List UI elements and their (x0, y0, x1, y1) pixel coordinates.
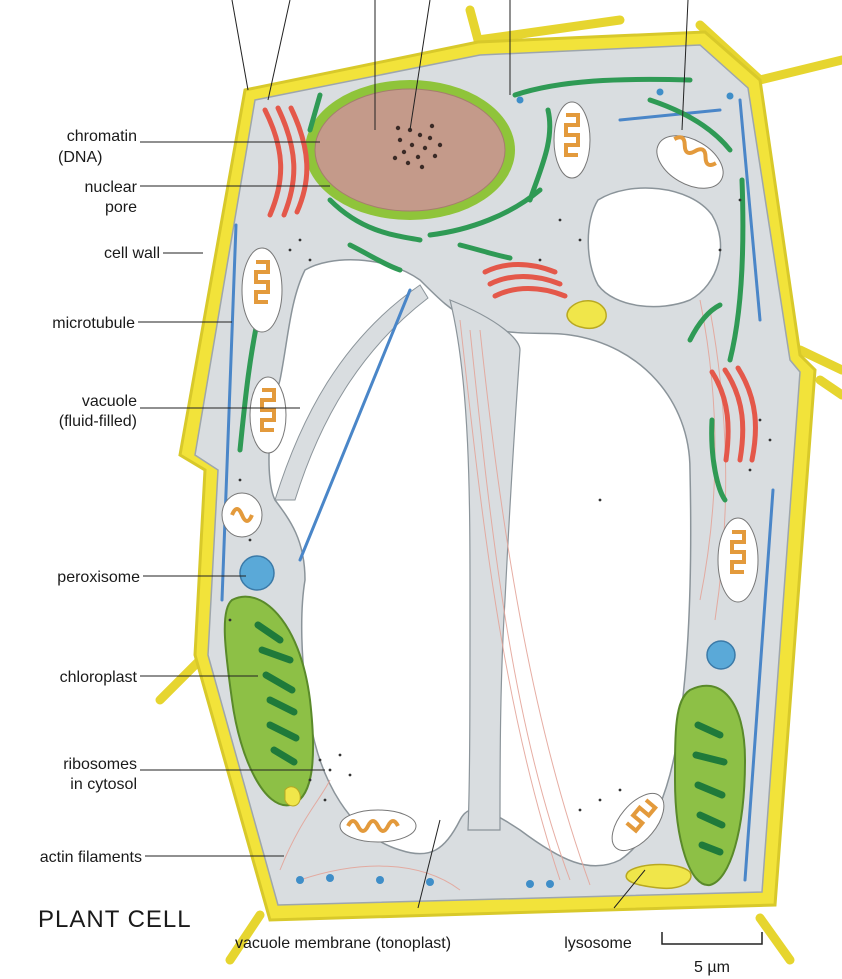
label-vacuole-sub: (fluid-filled) (59, 413, 137, 430)
mitochondrion (242, 248, 282, 332)
mitochondrion (554, 102, 590, 178)
label-vacuole: vacuole (82, 393, 137, 410)
scale-bar: 5 µm (662, 932, 762, 976)
mitochondrion (250, 377, 286, 453)
label-ribosomes: ribosomes (63, 756, 137, 773)
small-vacuole (588, 188, 720, 307)
lysosome (285, 787, 300, 806)
label-chloroplast: chloroplast (60, 669, 138, 686)
label-nuclear-pore: nuclear (85, 179, 138, 196)
peroxisome (707, 641, 735, 669)
label-vacuole-membrane: vacuole membrane (tonoplast) (235, 935, 451, 952)
mitochondrion (340, 810, 416, 842)
label-peroxisome: peroxisome (57, 569, 140, 586)
mitochondrion (718, 518, 758, 602)
peroxisome (240, 556, 274, 590)
label-lysosome: lysosome (564, 935, 632, 952)
lysosome (567, 301, 606, 329)
label-cell-wall: cell wall (104, 245, 160, 262)
scale-bar-label: 5 µm (694, 959, 730, 976)
label-chromatin: chromatin (67, 128, 137, 145)
label-ribosomes-sub: in cytosol (70, 776, 137, 793)
nucleus (315, 89, 505, 211)
mitochondrion (222, 493, 262, 537)
label-chromatin-sub: (DNA) (58, 149, 102, 166)
diagram-title: PLANT CELL (38, 906, 192, 933)
label-microtubule: microtubule (52, 315, 135, 332)
label-actin-filaments: actin filaments (40, 849, 142, 866)
label-nuclear-pore-sub: pore (105, 199, 137, 216)
